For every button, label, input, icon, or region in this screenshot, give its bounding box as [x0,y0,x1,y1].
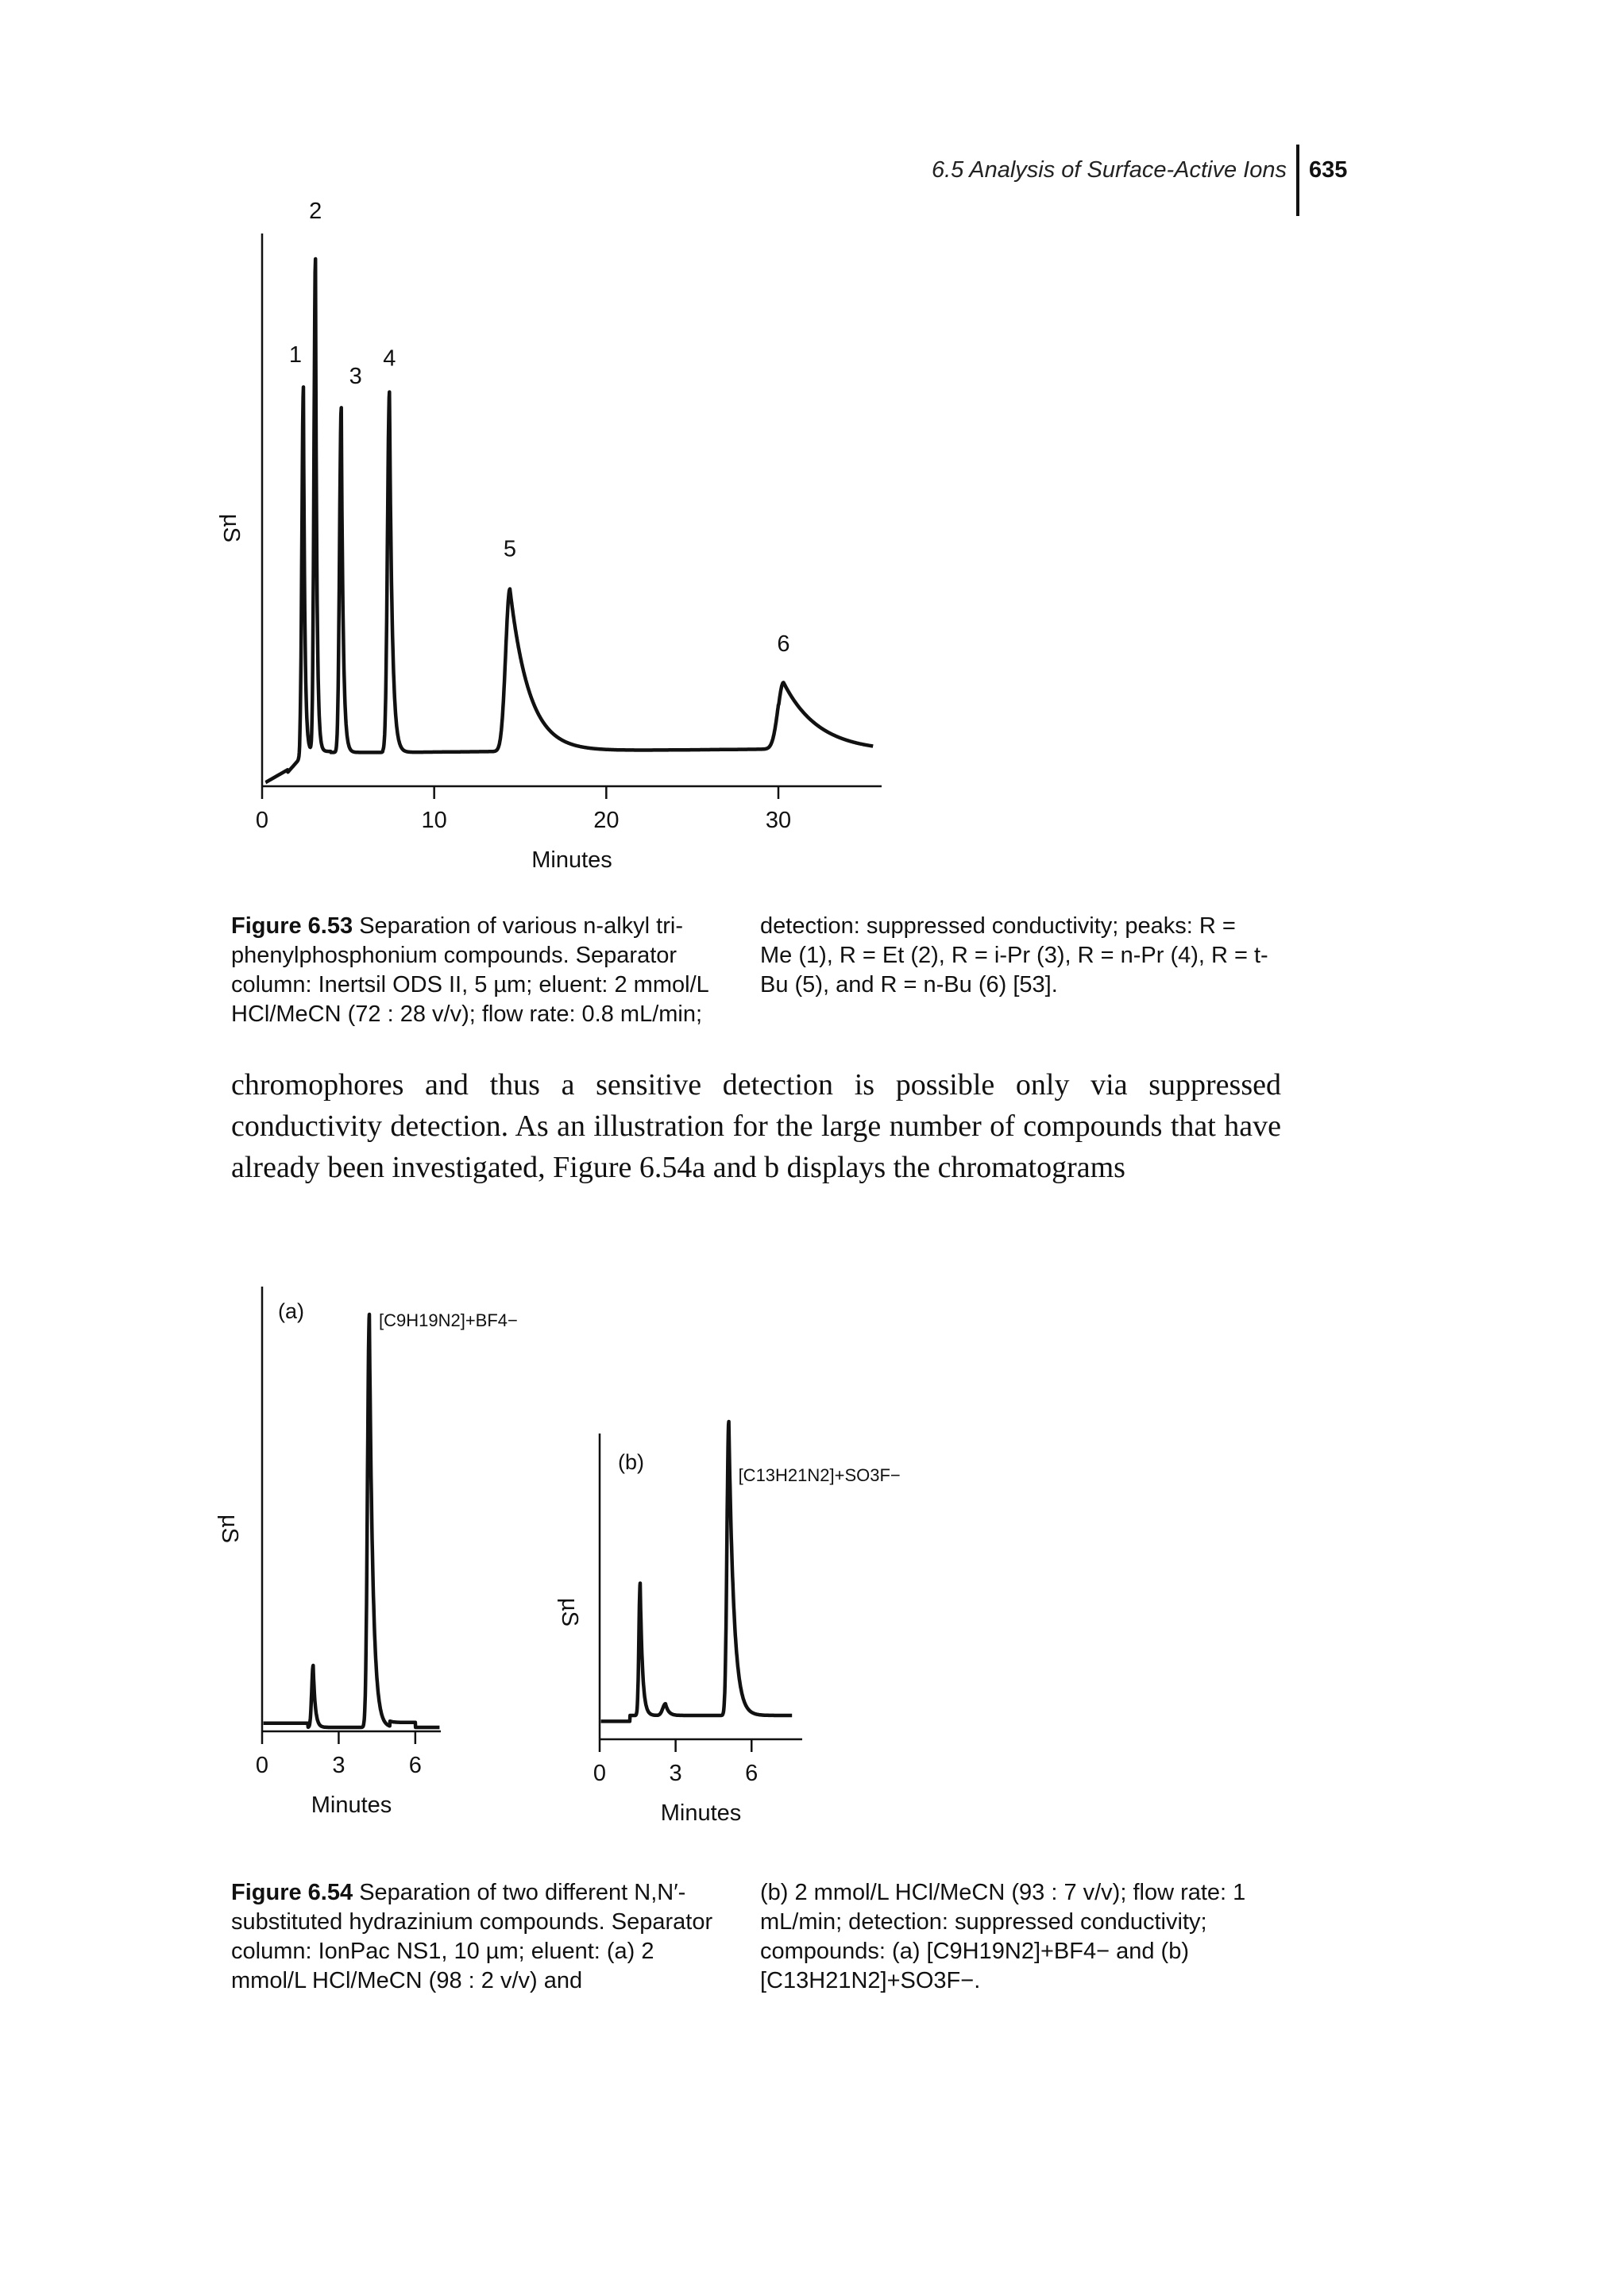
figure-6-53-caption-left: Figure 6.53 Separation of various n-alky… [231,912,716,1029]
fig653-peak-label-4: 4 [383,345,396,371]
figure-6-54-label: Figure 6.54 [231,1880,353,1905]
fig654b-x-tick-label: 0 [593,1761,606,1786]
fig654a-panel-label: (a) [278,1299,304,1323]
fig653-x-axis-title: Minutes [531,847,612,873]
figure-6-54-caption-text-1: Separation of two different N,N′-substit… [231,1880,713,1993]
fig653-x-tick-label: 10 [422,808,447,833]
body-paragraph: chromophores and thus a sensitive detect… [231,1068,1281,1184]
fig653-y-axis-title: µS [218,514,244,542]
fig653-peak-label-2: 2 [309,199,322,224]
fig654b-x-tick-label: 3 [670,1761,682,1786]
fig653-peak-label-1: 1 [289,342,302,368]
figure-6-53-caption-right: detection: suppressed conductivity; peak… [760,912,1268,1000]
fig654a-x-tick-label: 0 [256,1753,268,1778]
figure-6-54-caption-right: (b) 2 mmol/L HCl/MeCN (93 : 7 v/v); flow… [760,1878,1268,1996]
fig654b-x-axis-title: Minutes [661,1800,742,1826]
fig653-x-tick-label: 20 [593,808,619,833]
fig653-peak-label-5: 5 [504,536,516,561]
fig654b-trace [599,1419,794,1723]
fig654a-x-tick-label: 3 [332,1753,345,1778]
running-head: 6.5 Analysis of Surface-Active Ions [931,157,1287,183]
fig653-peak-label-6: 6 [777,631,789,657]
fig654a-x-axis-title: Minutes [311,1792,392,1818]
figure-6-53-label: Figure 6.53 [231,913,353,939]
fig654a-trace [261,1312,442,1730]
figure-6-53-labels: 1 2 34 5 6 [289,199,790,657]
fig654b-y-axis-title: µS [557,1598,582,1626]
figure-6-54-caption-left: Figure 6.54 Separation of two different … [231,1878,732,1996]
fig654b-compound-label: [C13H21N2]+SO3F− [739,1465,901,1485]
fig654a-y-axis-title: µS [217,1515,242,1543]
figure-6-53-caption-text-2: detection: suppressed conductivity; peak… [760,913,1268,998]
fig654a-x-tick-label: 6 [409,1753,422,1778]
fig653-x-tick-label: 30 [766,808,791,833]
figure-6-53-caption-text-1: Separation of various n-alkyl tri-phenyl… [231,913,708,1027]
fig653-peak-label-3: 3 [349,364,362,389]
fig654b-x-tick-label: 6 [745,1761,758,1786]
fig653-x-tick-label: 0 [256,808,268,833]
figure-6-54-caption-text-2: (b) 2 mmol/L HCl/MeCN (93 : 7 v/v); flow… [760,1880,1246,1993]
page-number: 635 [1309,157,1348,183]
fig654b-panel-label: (b) [618,1450,644,1474]
page-number-rule [1296,145,1299,216]
figure-6-53-trace [264,257,874,785]
fig654a-compound-label: [C9H19N2]+BF4− [379,1310,518,1330]
